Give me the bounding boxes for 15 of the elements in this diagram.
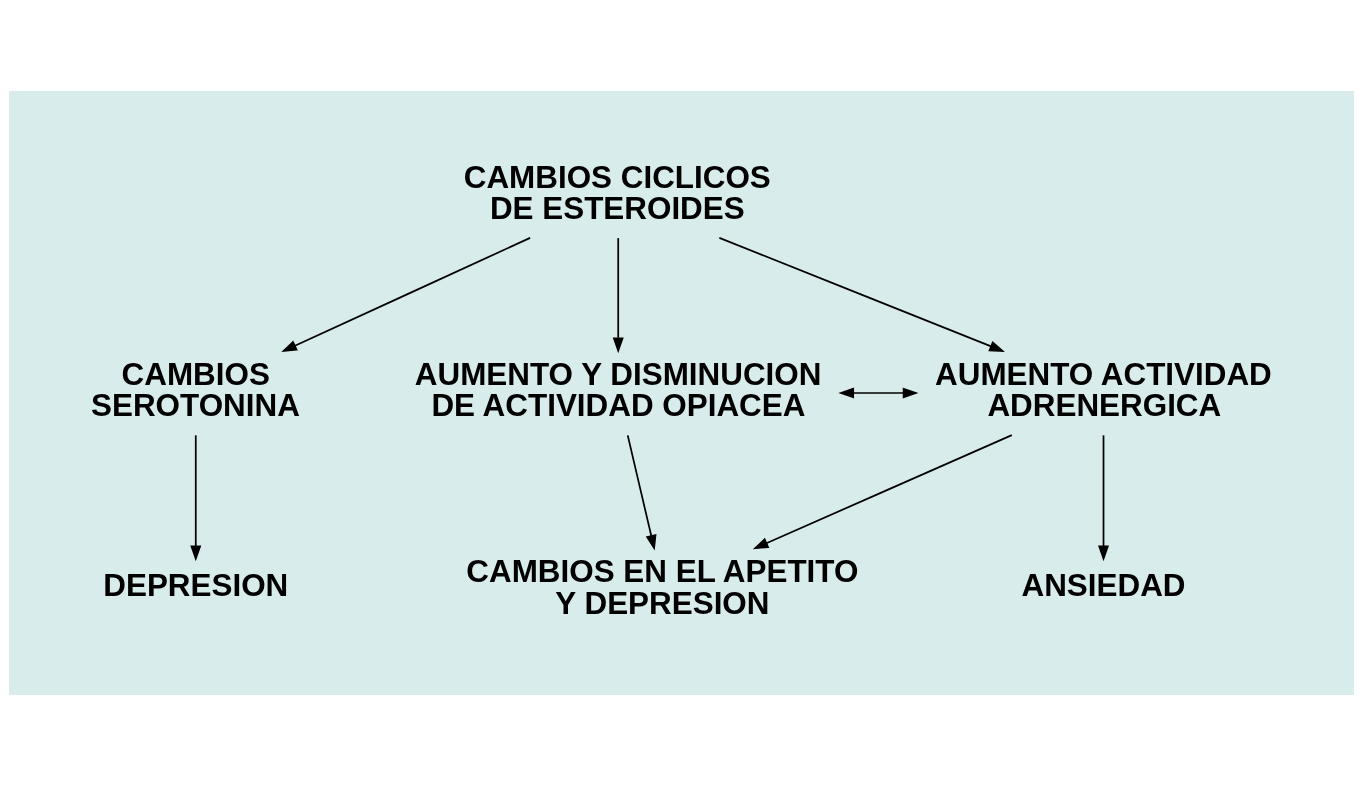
node-text: CAMBIOS SEROTONINA <box>91 356 300 424</box>
arrow <box>752 434 1013 550</box>
arrow <box>190 434 202 562</box>
node-text: CAMBIOS EN EL APETITO Y DEPRESION <box>466 554 859 621</box>
arrow <box>281 237 532 353</box>
node-text: AUMENTO ACTIVIDAD ADRENERGICA <box>935 356 1272 424</box>
node-text: AUMENTO Y DISMINUCION DE ACTIVIDAD OPIACEA <box>414 356 822 424</box>
arrow <box>718 237 1005 352</box>
arrow <box>612 237 624 354</box>
arrow <box>1098 434 1110 562</box>
node-text: CAMBIOS CICLICOS DE ESTEROIDES <box>463 159 771 227</box>
arrow <box>838 387 919 399</box>
node-text: ANSIEDAD <box>1021 568 1186 604</box>
node-text: DEPRESION <box>103 568 289 604</box>
arrow <box>626 434 657 551</box>
